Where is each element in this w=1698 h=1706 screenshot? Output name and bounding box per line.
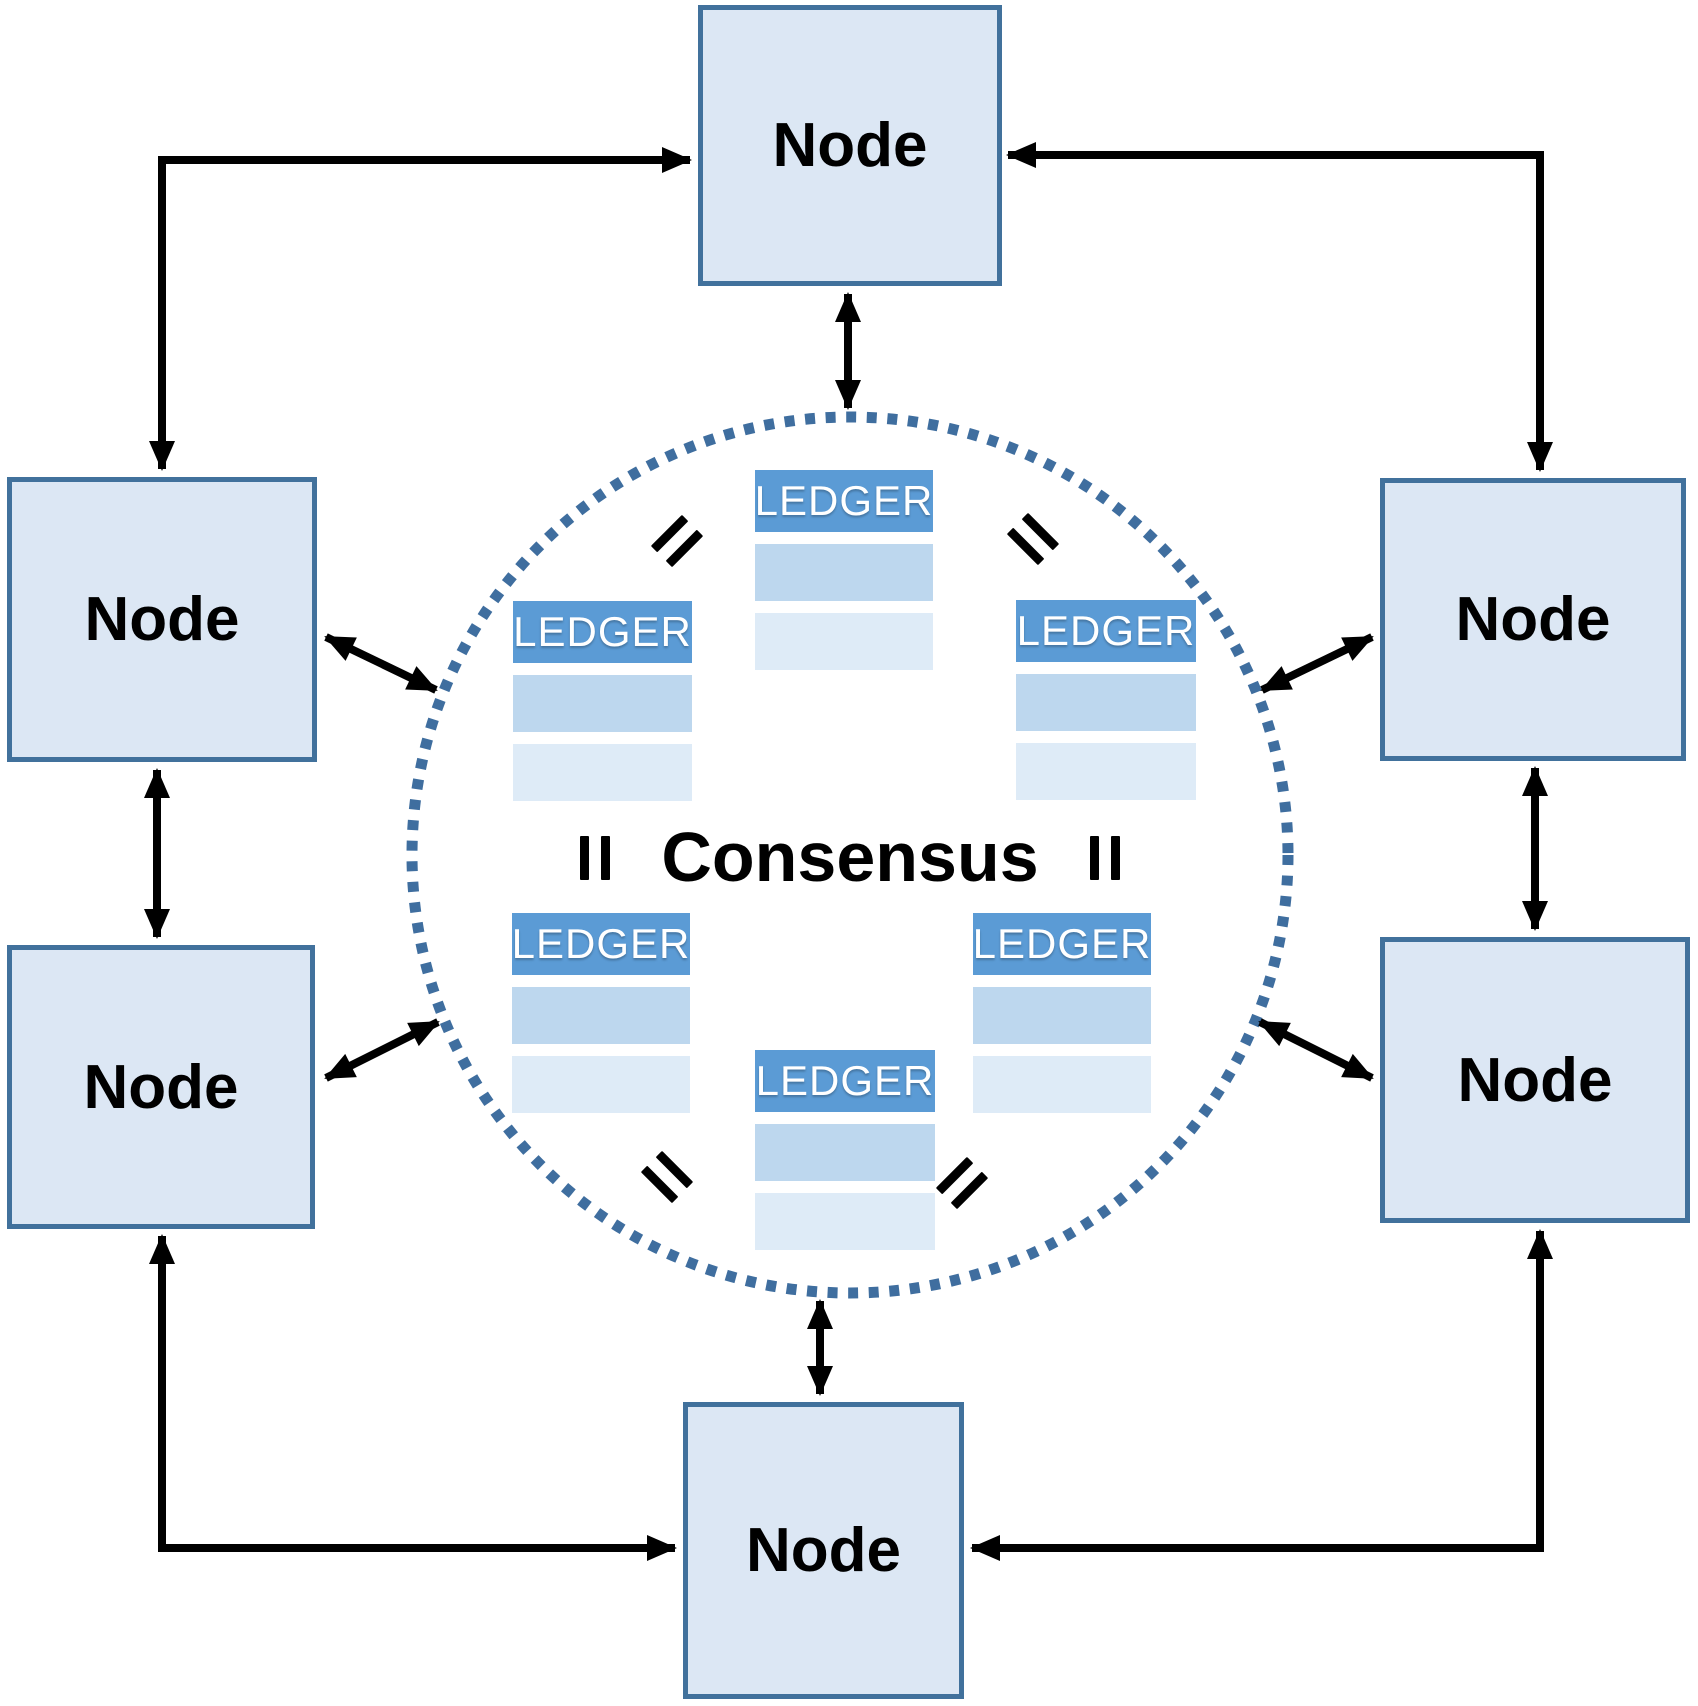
ledger-row bbox=[1016, 674, 1196, 731]
consensus-dotted-circle-icon bbox=[406, 411, 1294, 1299]
ledger-row bbox=[755, 1193, 935, 1250]
ledger-title: LEDGER bbox=[754, 477, 934, 524]
ledger-row bbox=[512, 1056, 690, 1113]
ledger-row bbox=[755, 1124, 935, 1181]
ledger-header: LEDGER bbox=[755, 470, 933, 532]
ledger-title: LEDGER bbox=[1016, 607, 1196, 654]
ledger-table-upper-left: LEDGER bbox=[513, 601, 692, 801]
ledger-header: LEDGER bbox=[513, 601, 692, 663]
node-label: Node bbox=[772, 111, 928, 180]
ledger-title: LEDGER bbox=[755, 1057, 935, 1104]
equals-icon bbox=[1090, 836, 1120, 880]
node-box-bottom: Node bbox=[683, 1402, 964, 1699]
ledger-header: LEDGER bbox=[755, 1050, 935, 1112]
ledger-table-top: LEDGER bbox=[755, 470, 933, 670]
ledger-table-bottom: LEDGER bbox=[755, 1050, 935, 1250]
ledger-title: LEDGER bbox=[972, 920, 1152, 967]
node-box-top: Node bbox=[698, 5, 1002, 286]
node-box-lower-right: Node bbox=[1380, 937, 1690, 1223]
node-box-lower-left: Node bbox=[7, 945, 315, 1229]
arrow-lower-right-node-to-circle bbox=[1258, 1018, 1374, 1082]
arrow-upper-right-node-to-circle bbox=[1260, 633, 1374, 694]
equals-icon bbox=[580, 836, 610, 880]
ledger-row bbox=[513, 744, 692, 801]
ledger-row bbox=[755, 544, 933, 601]
ledger-row bbox=[973, 1056, 1151, 1113]
ledger-title: LEDGER bbox=[511, 920, 691, 967]
ledger-row bbox=[755, 613, 933, 670]
arrow-top-right-corner bbox=[1006, 142, 1553, 472]
ledger-table-lower-right: LEDGER bbox=[973, 913, 1151, 1113]
arrow-top-left-corner bbox=[149, 147, 692, 471]
arrow-lower-left-node-to-circle bbox=[324, 1018, 440, 1082]
node-label: Node bbox=[1457, 1045, 1613, 1115]
node-box-upper-right: Node bbox=[1380, 478, 1686, 761]
node-label: Node bbox=[746, 1516, 901, 1585]
node-label: Node bbox=[84, 585, 240, 654]
ledger-table-lower-left: LEDGER bbox=[512, 913, 690, 1113]
arrow-bottom-right-corner bbox=[970, 1229, 1553, 1561]
ledger-table-upper-right: LEDGER bbox=[1016, 600, 1196, 800]
ledger-row bbox=[1016, 743, 1196, 800]
ledger-row bbox=[513, 675, 692, 732]
node-box-upper-left: Node bbox=[7, 477, 317, 762]
ledger-header: LEDGER bbox=[512, 913, 690, 975]
arrow-bottom-left-corner bbox=[149, 1234, 677, 1561]
node-label: Node bbox=[1455, 585, 1611, 654]
consensus-label: Consensus bbox=[661, 818, 1039, 896]
ledger-row bbox=[973, 987, 1151, 1044]
node-label: Node bbox=[83, 1052, 239, 1122]
ledger-header: LEDGER bbox=[1016, 600, 1196, 662]
ledger-header: LEDGER bbox=[973, 913, 1151, 975]
ledger-row bbox=[512, 987, 690, 1044]
arrow-upper-left-node-to-circle bbox=[324, 633, 438, 694]
ledger-title: LEDGER bbox=[513, 608, 692, 655]
